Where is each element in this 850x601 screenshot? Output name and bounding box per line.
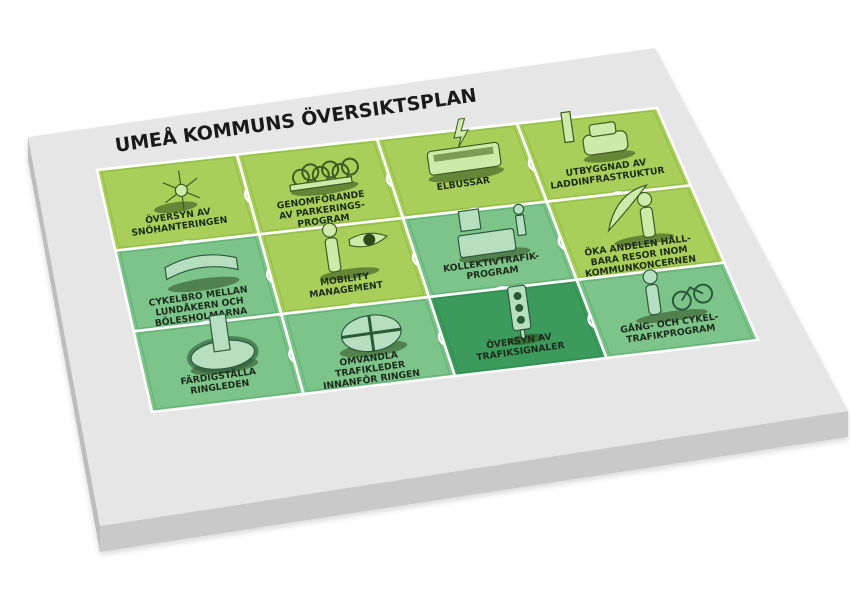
- puzzle-piece-sustainable: ÖKA ANDELEN HÅLL-BARA RESOR INOMKOMMUNKO…: [545, 183, 727, 290]
- bus-stop-icon: [457, 203, 531, 263]
- traffic-light-icon: [507, 284, 544, 345]
- piece-bevel: [581, 264, 754, 356]
- puzzle-piece-walkbike: GÅNG- OCH CYKEL-TRAFIKPROGRAM: [574, 261, 760, 360]
- piece-bevel: [433, 282, 602, 374]
- piece-bevel: [101, 156, 256, 249]
- snowflake-icon: [153, 170, 201, 214]
- piece-bevel: [407, 203, 573, 295]
- roundabout-icon: [339, 314, 408, 358]
- walking-people-icon: [607, 184, 674, 247]
- puzzle-piece-charging: UTBYGGNAD AVLADDINFRASTRUKTUR: [515, 106, 693, 212]
- piece-body: [574, 261, 760, 360]
- person-info-icon: [320, 222, 389, 281]
- board-side-bottom: [100, 411, 848, 552]
- board-side-left: [28, 137, 100, 552]
- piece-bevel: [521, 110, 687, 200]
- piece-bevel: [241, 141, 399, 233]
- bicycle-rack-icon: [289, 157, 359, 197]
- piece-bevel: [381, 125, 543, 216]
- pedestrian-bicycle-icon: [636, 269, 714, 324]
- ring-road-icon: [187, 313, 259, 376]
- piece-bevel: [285, 299, 451, 392]
- electric-bus-icon: [426, 117, 504, 183]
- piece-bevel: [263, 220, 425, 312]
- bridge-icon: [164, 254, 240, 293]
- puzzle-piece-signals: ÖVERSYN AVTRAFIKSIGNALER: [427, 278, 612, 378]
- charging-car-icon: [560, 110, 636, 163]
- piece-bevel: [119, 236, 278, 330]
- piece-bevel: [137, 316, 300, 410]
